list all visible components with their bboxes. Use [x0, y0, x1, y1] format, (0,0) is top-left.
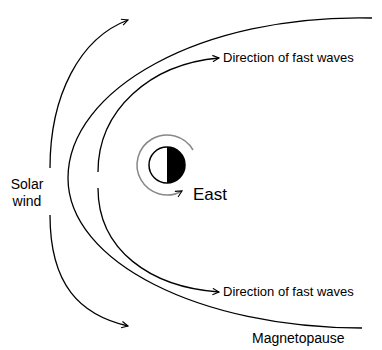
earth-night-side — [167, 147, 185, 183]
solar-wind-arrow — [50, 215, 128, 326]
rotation-arrow — [137, 135, 193, 195]
boundary-label: Magnetopause — [252, 330, 345, 347]
wave-label: Direction of fast waves — [223, 284, 354, 300]
solar-wind-arrow — [50, 20, 128, 168]
direction-label: East — [193, 185, 227, 205]
region-label: Solar wind — [5, 176, 49, 210]
magnetopause-curve — [68, 18, 372, 328]
wave-label: Direction of fast waves — [223, 50, 354, 66]
earth-symbol — [149, 147, 185, 183]
